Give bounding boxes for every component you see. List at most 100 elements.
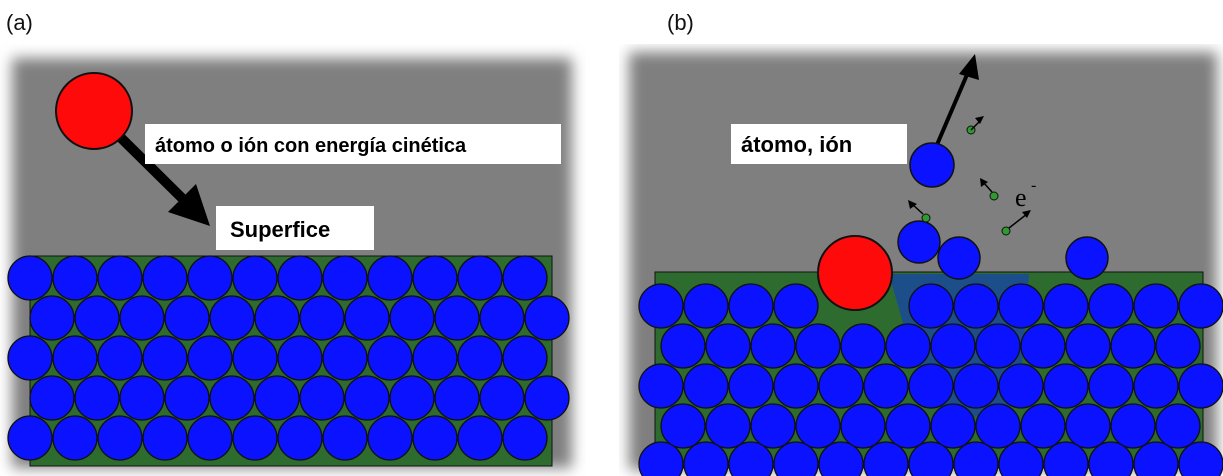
lattice-atom	[7, 335, 53, 381]
lattice-atom	[728, 441, 774, 476]
lattice-atom	[367, 415, 413, 461]
lattice-atom	[1065, 323, 1111, 369]
lattice-atom	[975, 403, 1021, 449]
panel-a-projectile-atom	[55, 72, 133, 150]
panel-a-incoming-label: átomo o ión con energía cinética	[155, 135, 467, 157]
lattice-atom	[502, 415, 548, 461]
lattice-atom	[1088, 363, 1134, 409]
panel-b-svg: e - átomo, ión	[629, 52, 1223, 476]
lattice-atom	[998, 283, 1044, 329]
lattice-atom	[705, 323, 751, 369]
lattice-atom	[885, 323, 931, 369]
electron-arrowhead	[1022, 210, 1031, 218]
lattice-atom	[953, 283, 999, 329]
lattice-atom	[773, 363, 819, 409]
lattice-atom	[1133, 441, 1179, 476]
lattice-atom	[1133, 283, 1179, 329]
lattice-atom	[232, 415, 278, 461]
lattice-atom	[7, 255, 53, 301]
lattice-atom	[818, 363, 864, 409]
lattice-atom	[209, 295, 255, 341]
panel-a-atom-lattice	[7, 255, 570, 461]
lattice-atom	[885, 403, 931, 449]
lattice-atom	[908, 441, 954, 476]
lattice-atom	[795, 403, 841, 449]
lattice-atom	[232, 255, 278, 301]
lattice-atom	[322, 335, 368, 381]
lattice-atom	[728, 363, 774, 409]
lattice-atom	[52, 415, 98, 461]
panel-b-ejected-label-box	[731, 124, 907, 164]
lattice-atom	[299, 295, 345, 341]
panel-a-diagram: átomo o ión con energía cinética Superfi…	[0, 44, 586, 476]
lattice-atom	[187, 255, 233, 301]
lattice-atom	[524, 295, 570, 341]
lattice-atom	[142, 255, 188, 301]
panel-a-surface-label-box	[216, 206, 374, 250]
lattice-atom	[1088, 441, 1134, 476]
panel-a-incoming-label-box	[145, 124, 561, 164]
lattice-atom	[52, 335, 98, 381]
lattice-atom	[930, 403, 976, 449]
lattice-atom	[908, 283, 954, 329]
lattice-atom	[750, 323, 796, 369]
lattice-atom	[953, 363, 999, 409]
lattice-atom	[773, 283, 819, 329]
lattice-atom	[187, 415, 233, 461]
panel-a-label: (a)	[6, 10, 33, 35]
lattice-atom	[840, 403, 886, 449]
lattice-atom	[389, 295, 435, 341]
lattice-atom	[1178, 363, 1223, 409]
panel-b-displaced-atom	[1065, 236, 1109, 280]
electron-arrowhead	[908, 200, 917, 209]
lattice-atom	[52, 255, 98, 301]
lattice-atom	[502, 335, 548, 381]
lattice-atom	[773, 441, 819, 476]
lattice-atom	[277, 415, 323, 461]
lattice-atom	[29, 295, 75, 341]
lattice-atom	[705, 403, 751, 449]
lattice-atom	[322, 415, 368, 461]
lattice-atom	[457, 415, 503, 461]
lattice-atom	[863, 363, 909, 409]
lattice-atom	[254, 295, 300, 341]
lattice-atom	[164, 295, 210, 341]
electron-arrow	[1008, 213, 1028, 229]
lattice-atom	[1020, 323, 1066, 369]
electron	[921, 213, 931, 223]
panel-a-svg: átomo o ión con energía cinética Superfi…	[7, 58, 572, 468]
lattice-atom	[254, 375, 300, 421]
lattice-atom	[142, 415, 188, 461]
lattice-atom	[1043, 283, 1089, 329]
lattice-atom	[209, 375, 255, 421]
lattice-atom	[434, 295, 480, 341]
lattice-atom	[389, 375, 435, 421]
panel-b-displaced-atom	[897, 220, 941, 264]
lattice-atom	[74, 375, 120, 421]
lattice-atom	[1088, 283, 1134, 329]
panel-b-diagram: e - átomo, ión	[619, 44, 1223, 476]
lattice-atom	[818, 441, 864, 476]
lattice-atom	[457, 255, 503, 301]
panel-a-surface-label: Superfice	[230, 217, 330, 242]
lattice-atom	[683, 441, 729, 476]
lattice-atom	[97, 335, 143, 381]
lattice-atom	[683, 283, 729, 329]
panel-a-incident-arrowhead	[168, 184, 210, 226]
lattice-atom	[29, 375, 75, 421]
lattice-atom	[1155, 403, 1201, 449]
lattice-atom	[863, 441, 909, 476]
lattice-atom	[660, 403, 706, 449]
lattice-atom	[187, 335, 233, 381]
lattice-atom	[344, 295, 390, 341]
lattice-atom	[750, 403, 796, 449]
electron-arrowhead	[975, 116, 984, 124]
lattice-atom	[660, 323, 706, 369]
panel-a-incident-arrow-shaft	[108, 125, 194, 210]
lattice-atom	[1178, 283, 1223, 329]
lattice-atom	[524, 375, 570, 421]
lattice-atom	[97, 255, 143, 301]
lattice-atom	[412, 335, 458, 381]
lattice-atom	[1043, 363, 1089, 409]
lattice-atom	[74, 295, 120, 341]
